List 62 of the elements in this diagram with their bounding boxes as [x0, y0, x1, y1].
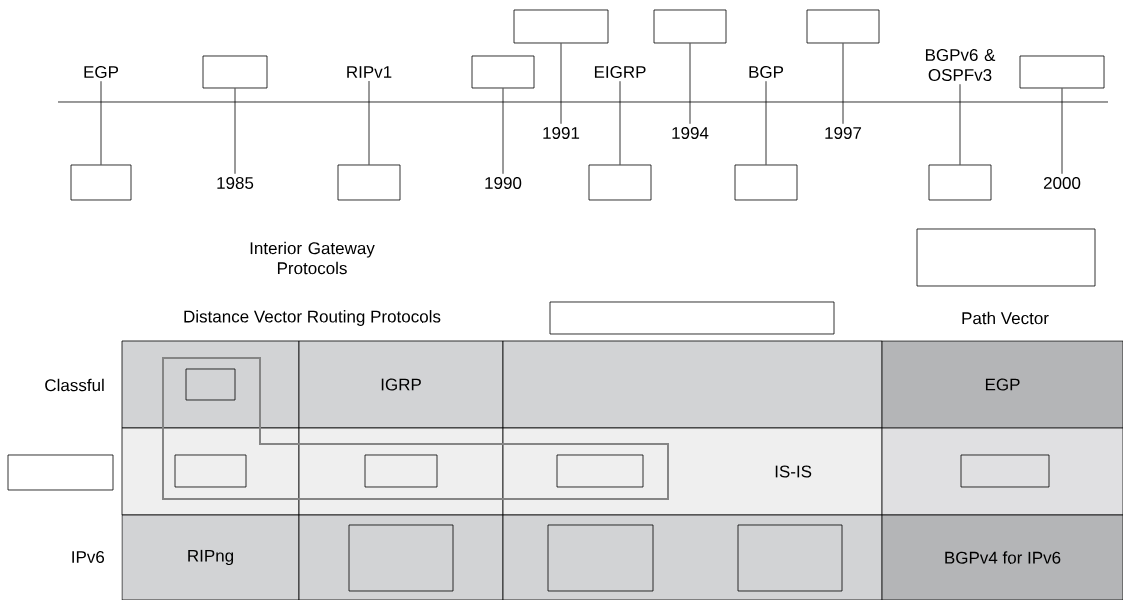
blank-box	[348, 524, 454, 592]
blank-box	[806, 9, 880, 44]
blank-box	[70, 164, 132, 201]
protocol-label: RIPv1	[347, 66, 392, 78]
blank-box	[364, 454, 438, 488]
blank-box	[928, 164, 992, 201]
tick-line	[842, 43, 844, 125]
tick-line	[689, 43, 691, 125]
protocol-label: EGP	[84, 65, 119, 78]
table-cell	[502, 514, 883, 600]
blank-box	[960, 454, 1050, 488]
tick-line	[765, 80, 767, 165]
table-cell: EGP	[881, 340, 1123, 429]
table-cell	[298, 427, 504, 516]
protocol-label: BGPv6 & OSPFv3	[926, 48, 996, 81]
blank-box	[556, 454, 644, 488]
tick-line	[502, 88, 504, 175]
year-label: 1990	[485, 177, 522, 189]
year-label: 2000	[1043, 177, 1081, 189]
node-label: RIPng	[188, 549, 234, 566]
blank-box	[737, 524, 843, 592]
protocol-label: EIGRP	[594, 65, 646, 78]
table-cell: IGRP	[298, 340, 504, 429]
blank-box	[337, 164, 401, 201]
table-cell	[121, 427, 300, 516]
blank-box	[916, 228, 1096, 287]
year-label: 1985	[217, 177, 254, 189]
blank-box	[174, 454, 247, 488]
heading-label: Interior Gateway Protocols	[250, 241, 375, 275]
blank-box	[653, 9, 727, 44]
tick-line	[100, 80, 102, 165]
blank-box	[588, 164, 652, 201]
blank-box	[202, 55, 268, 89]
blank-box	[513, 9, 609, 44]
year-label: 1994	[672, 126, 709, 139]
blank-box	[7, 454, 114, 491]
protocol-label: BGP	[749, 65, 784, 78]
row-label: IPv6	[72, 551, 105, 563]
tick-line	[560, 43, 562, 125]
blank-box	[549, 301, 835, 335]
tick-line	[619, 80, 621, 165]
blank-box	[734, 164, 798, 201]
blank-box	[1019, 55, 1105, 89]
table-cell: BGPv4 for IPv6	[881, 514, 1123, 600]
tick-line	[959, 83, 961, 165]
table-cell	[881, 427, 1123, 516]
year-label: 1997	[825, 126, 862, 139]
heading-label: Distance Vector Routing Protocols	[184, 310, 441, 326]
blank-box	[471, 55, 535, 89]
year-label: 1991	[543, 126, 580, 139]
tick-line	[234, 88, 236, 175]
blank-box	[185, 368, 236, 401]
heading-label: Path Vector	[962, 311, 1049, 325]
tick-line	[368, 80, 370, 165]
table-cell: IS-IS	[502, 427, 883, 516]
tick-line	[1061, 88, 1063, 175]
table-cell	[121, 340, 300, 429]
blank-box	[547, 524, 654, 592]
table-cell	[298, 514, 504, 600]
row-label: Classful	[45, 378, 104, 392]
table-cell: RIPng	[121, 514, 300, 600]
table-cell	[502, 340, 883, 429]
